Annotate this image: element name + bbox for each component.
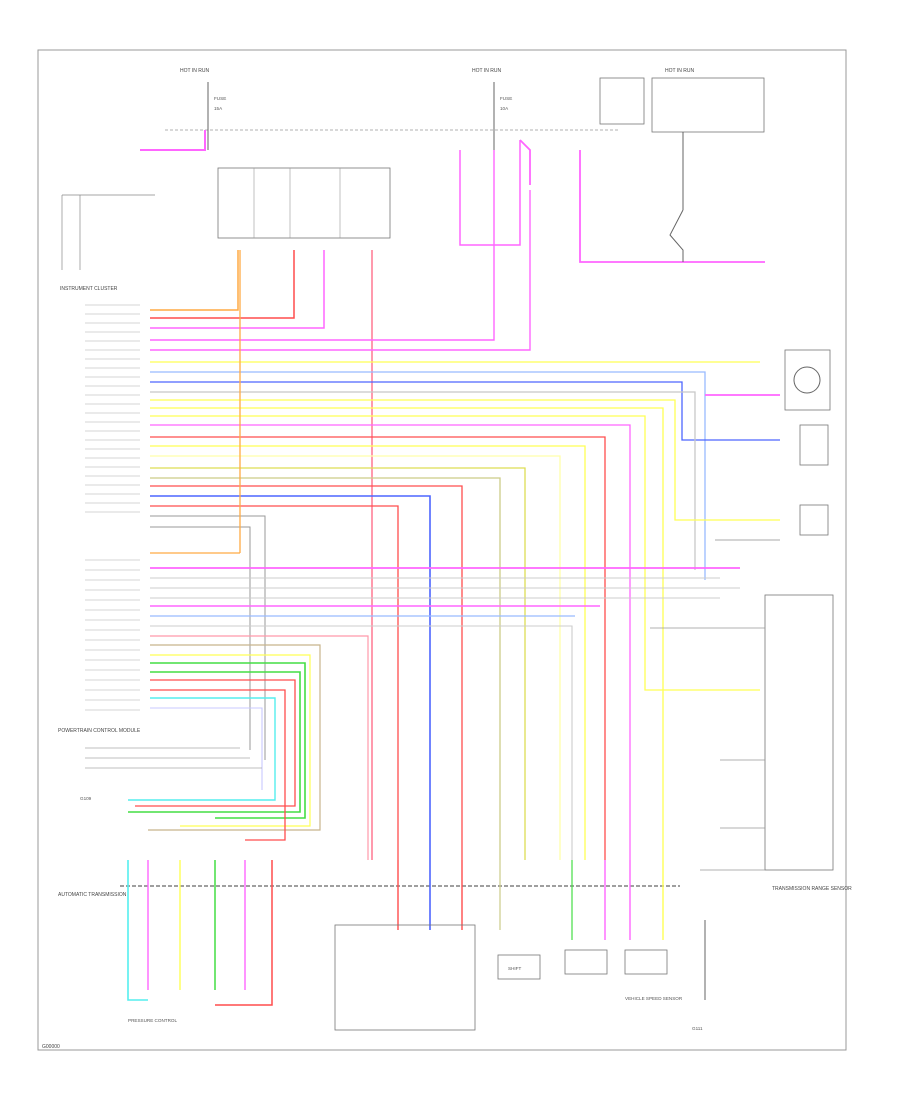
shift-label: SHIFT bbox=[508, 966, 521, 971]
ignition-label: HOT IN RUN bbox=[665, 68, 694, 74]
pcm-label: POWERTRAIN CONTROL MODULE bbox=[58, 728, 141, 734]
vss-label: VEHICLE SPEED SENSOR bbox=[625, 996, 683, 1001]
auto-trans-label: AUTOMATIC TRANSMISSION bbox=[58, 892, 127, 898]
right-connector-2 bbox=[799, 424, 829, 466]
fuse-label-mid: HOT IN RUN bbox=[472, 68, 501, 74]
svg-text:15A: 15A bbox=[214, 106, 223, 111]
wire-pink-top bbox=[140, 130, 206, 151]
g111-label: G111 bbox=[692, 1026, 703, 1031]
footer-code: G00000 bbox=[42, 1044, 60, 1050]
pin-ticks bbox=[85, 304, 140, 711]
bottom-wires bbox=[127, 860, 664, 1006]
fuse-block-mid: HOT IN RUN FUSE 10A bbox=[472, 68, 512, 150]
pressure-control-label: PRESSURE CONTROL bbox=[128, 1018, 177, 1023]
g109-label: G109 bbox=[80, 796, 92, 801]
svg-text:10A: 10A bbox=[500, 106, 509, 111]
instrument-cluster: INSTRUMENT CLUSTER bbox=[60, 167, 391, 292]
diagram-border bbox=[37, 49, 847, 1051]
instrument-cluster-label: INSTRUMENT CLUSTER bbox=[60, 286, 118, 292]
trs-label: TRANSMISSION RANGE SENSOR bbox=[772, 886, 852, 892]
pcm-wires bbox=[128, 250, 780, 860]
transmission-range-sensor: TRANSMISSION RANGE SENSOR bbox=[650, 594, 852, 892]
right-connector-3 bbox=[799, 504, 829, 536]
svg-text:FUSE: FUSE bbox=[214, 96, 226, 101]
svg-text:FUSE: FUSE bbox=[500, 96, 512, 101]
right-sensor-1 bbox=[705, 349, 831, 411]
fuse-label-left: HOT IN RUN bbox=[180, 68, 209, 74]
bottom-components: SHIFT VEHICLE SPEED SENSOR PRESSURE CONT… bbox=[128, 920, 706, 1031]
fuse-block-right: HOT IN RUN bbox=[599, 68, 765, 210]
fuse-block-left: HOT IN RUN FUSE 15A bbox=[180, 68, 226, 150]
